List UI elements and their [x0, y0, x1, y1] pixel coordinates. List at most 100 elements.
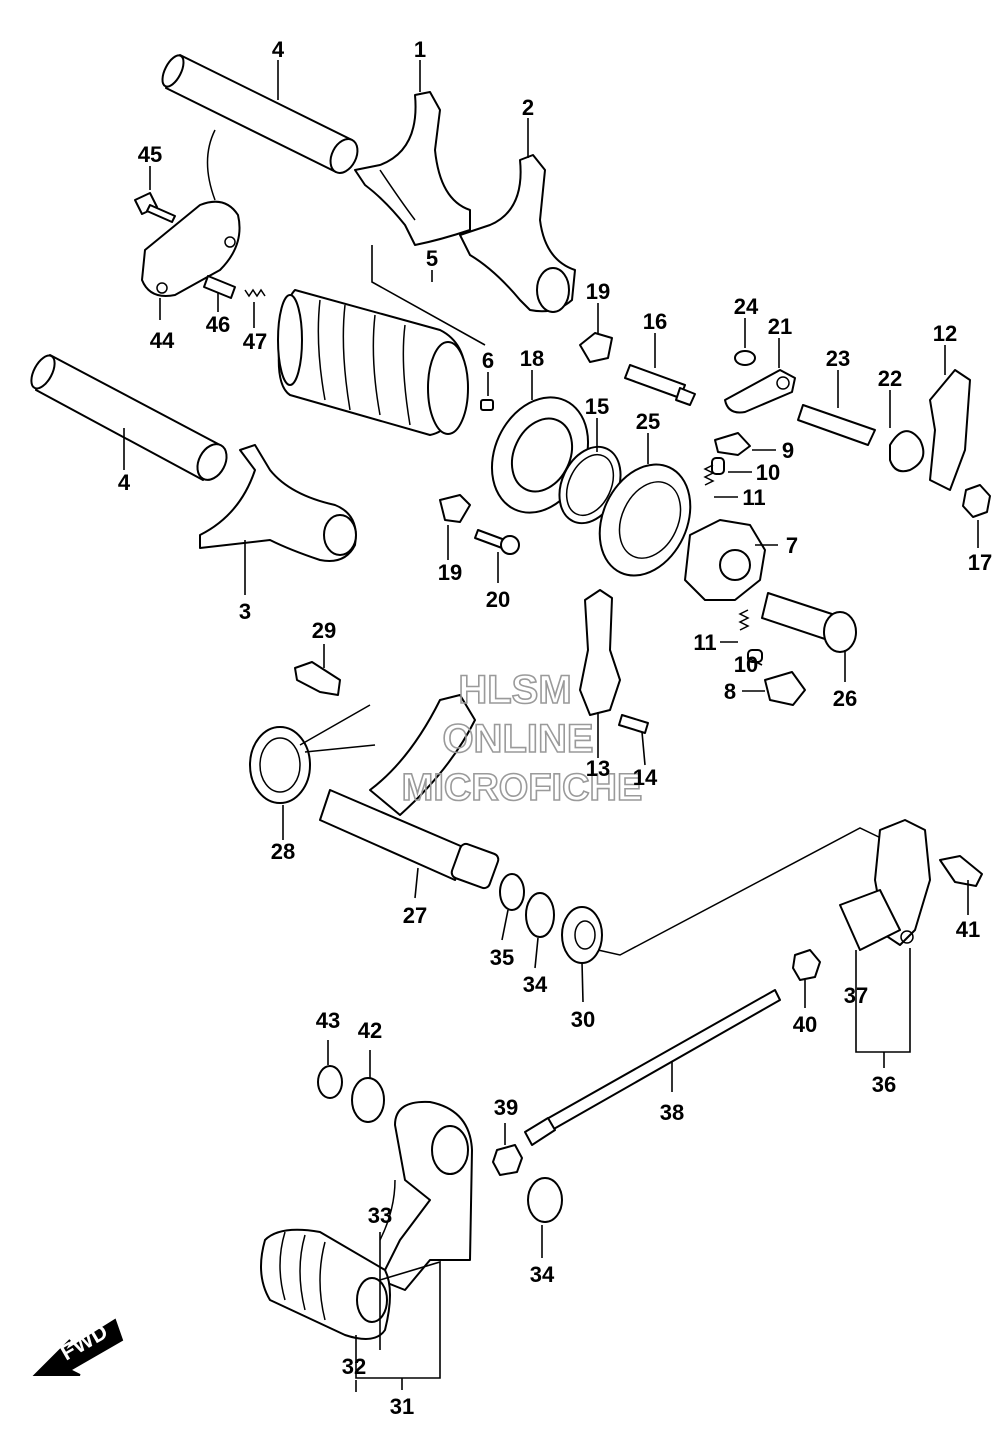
assembly-link-line	[597, 827, 886, 956]
callout-20: 20	[486, 587, 510, 612]
callout-19-lower: 19	[438, 560, 462, 585]
circlip-43[interactable]	[317, 1065, 343, 1099]
callout-43: 43	[316, 1008, 340, 1033]
callout-39: 39	[494, 1095, 518, 1120]
callout-25: 25	[636, 409, 660, 434]
callout-21: 21	[768, 314, 792, 339]
pin-46[interactable]	[203, 275, 236, 299]
callout-35: 35	[490, 945, 514, 970]
screw-14[interactable]	[618, 714, 649, 734]
callout-32: 32	[342, 1354, 366, 1379]
spring-11-upper[interactable]	[703, 464, 715, 486]
spring-47[interactable]	[244, 288, 266, 298]
bolt-45[interactable]	[134, 192, 176, 223]
drum-pin[interactable]	[480, 399, 494, 411]
drum-stopper-plate[interactable]	[141, 129, 241, 297]
callout-34-lower: 34	[530, 1262, 555, 1287]
callout-numbers: 4 1 2 45 5 6 44 46 47 4 3 19 16 18 15 25…	[118, 37, 992, 1419]
shift-arm-21[interactable]	[724, 369, 796, 414]
callout-31: 31	[390, 1394, 414, 1419]
watermark-line-1: HLSM	[458, 668, 571, 712]
callout-37: 37	[844, 983, 868, 1008]
callout-4-lower: 4	[118, 470, 131, 495]
shift-fork-3[interactable]	[199, 444, 357, 562]
callout-6: 6	[482, 348, 494, 373]
fork-shaft-lower[interactable]	[27, 352, 233, 485]
watermark-line-2: ONLINE	[442, 717, 593, 761]
washer-34-upper[interactable]	[525, 892, 555, 938]
callout-7: 7	[786, 533, 798, 558]
stopper-19-lower[interactable]	[439, 494, 471, 523]
cam-plate-25[interactable]	[582, 450, 707, 591]
callout-38: 38	[660, 1100, 684, 1125]
callout-30: 30	[571, 1007, 595, 1032]
callout-13: 13	[586, 756, 610, 781]
gearshift-pedal-lever[interactable]	[379, 1100, 473, 1291]
callout-12: 12	[933, 321, 957, 346]
shift-fork-1[interactable]	[354, 91, 471, 246]
shaft-bolt-23[interactable]	[797, 404, 876, 446]
callout-15: 15	[585, 394, 609, 419]
bolt-41[interactable]	[939, 855, 983, 887]
callout-45: 45	[138, 142, 162, 167]
callout-42: 42	[358, 1018, 382, 1043]
bolt-29[interactable]	[294, 661, 341, 696]
washer-42[interactable]	[351, 1077, 385, 1123]
pin-10-upper[interactable]	[711, 457, 725, 475]
nut-17[interactable]	[962, 484, 991, 518]
callout-27: 27	[403, 903, 427, 928]
callout-3: 3	[239, 599, 251, 624]
gearshift-link-rod[interactable]	[524, 989, 781, 1146]
bolt-16[interactable]	[624, 364, 696, 406]
nut-40[interactable]	[792, 949, 821, 981]
washer-34-lower[interactable]	[527, 1177, 563, 1223]
shift-fork-2[interactable]	[459, 154, 576, 313]
callout-4-upper: 4	[272, 37, 285, 62]
callout-18: 18	[520, 346, 544, 371]
callout-11-lower: 11	[693, 630, 716, 655]
callout-47: 47	[243, 329, 267, 354]
gearshift-shaft[interactable]	[319, 694, 500, 890]
callout-19-upper: 19	[586, 279, 610, 304]
callout-40: 40	[793, 1012, 817, 1037]
callout-14: 14	[633, 765, 658, 790]
callout-33: 33	[368, 1203, 392, 1228]
nut-39[interactable]	[492, 1144, 523, 1176]
circlip-35[interactable]	[499, 873, 525, 911]
watermark-line-3: MICROFICHE	[402, 767, 643, 809]
pin-26[interactable]	[761, 592, 857, 653]
callout-24: 24	[734, 294, 759, 319]
pawl-8[interactable]	[764, 671, 806, 706]
watermark: HLSM ONLINE MICROFICHE	[401, 667, 643, 810]
callout-44: 44	[150, 328, 175, 353]
callout-46: 46	[206, 312, 230, 337]
callout-2: 2	[522, 95, 534, 120]
pawl-9[interactable]	[714, 432, 751, 456]
gearshift-lever-36[interactable]	[839, 819, 931, 951]
callout-36: 36	[872, 1072, 896, 1097]
screw-20[interactable]	[474, 529, 520, 555]
washer-24[interactable]	[734, 350, 756, 366]
leader-lines	[123, 60, 979, 1392]
guide-plate-13[interactable]	[579, 589, 621, 716]
gearshift-cam-drum[interactable]	[277, 289, 469, 436]
return-spring-28[interactable]	[249, 704, 376, 804]
callout-1: 1	[414, 37, 426, 62]
callout-41: 41	[956, 917, 980, 942]
callout-26: 26	[833, 686, 857, 711]
cam-driven-gear[interactable]	[684, 519, 766, 601]
callout-23: 23	[826, 346, 850, 371]
spring-22[interactable]	[889, 430, 925, 473]
oil-seal-30[interactable]	[561, 906, 603, 964]
callout-9: 9	[782, 438, 794, 463]
fork-shaft-upper[interactable]	[158, 52, 363, 177]
callout-5: 5	[426, 246, 438, 271]
callout-11-upper: 11	[742, 485, 765, 510]
stopper-19-upper[interactable]	[579, 332, 613, 363]
spring-11-lower[interactable]	[738, 609, 750, 631]
callout-22: 22	[878, 366, 902, 391]
pedal-rubber-32[interactable]	[260, 1228, 391, 1340]
plate-12[interactable]	[929, 369, 971, 491]
callout-10-upper: 10	[756, 460, 780, 485]
